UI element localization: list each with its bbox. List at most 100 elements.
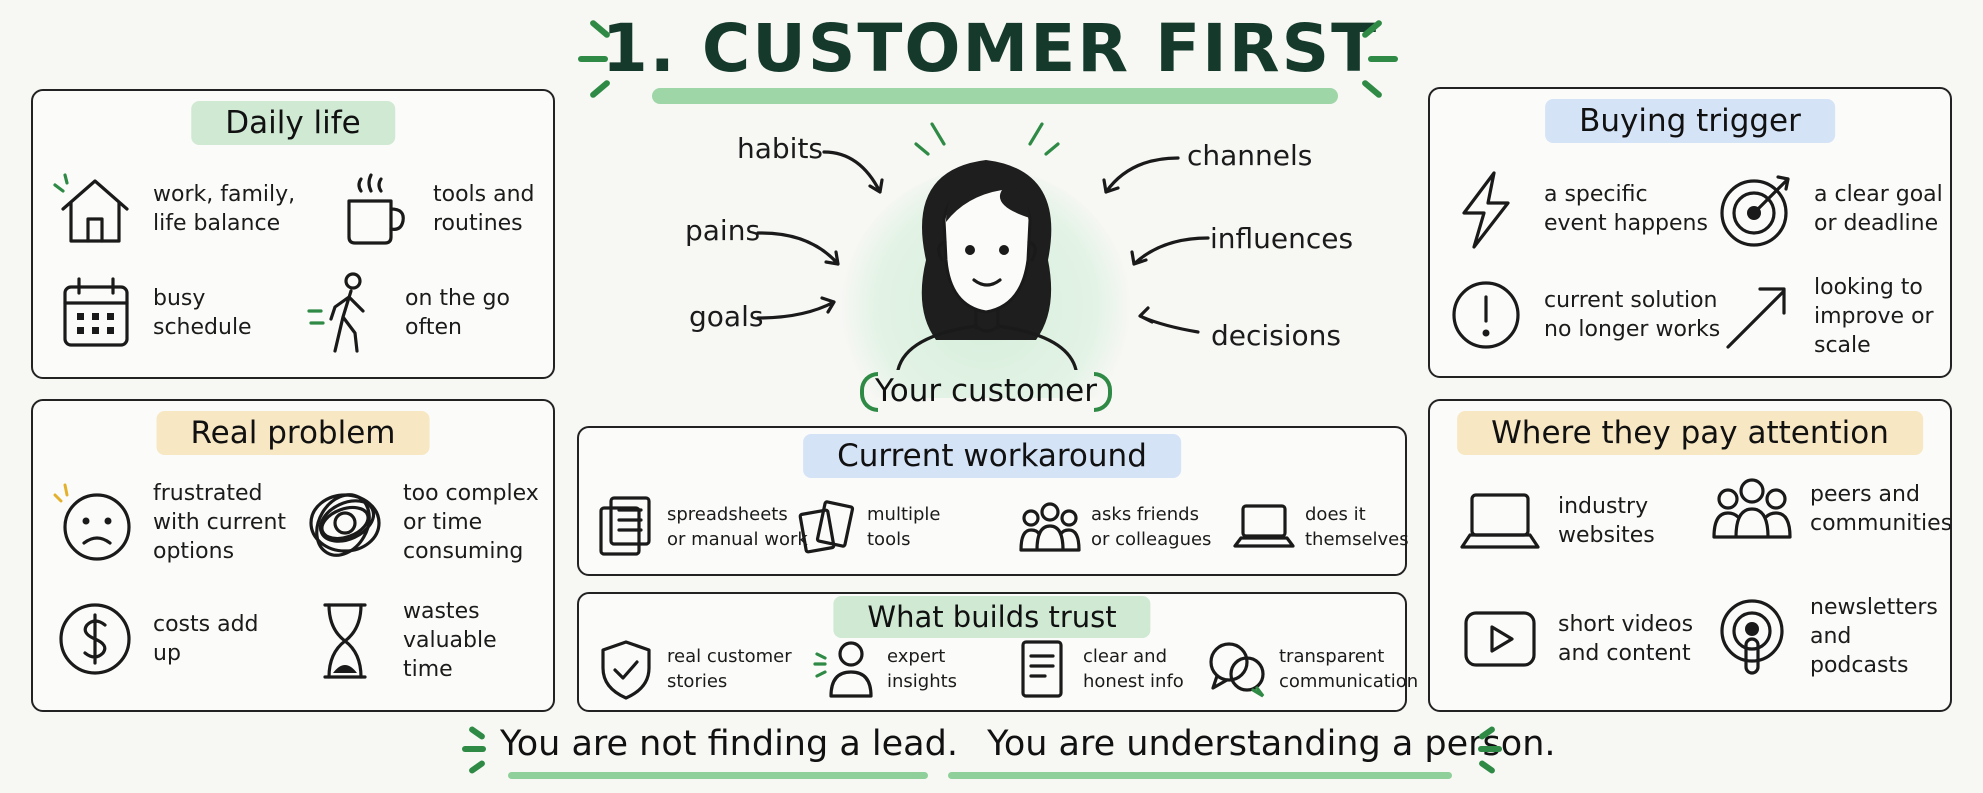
title-area: 1. CUSTOMER FIRST [560,4,1420,116]
attention-text: industry websites [1558,494,1655,548]
daily-life-title: Daily life [191,101,395,145]
decisions-label: decisions [1211,319,1342,352]
title-accent-mark [578,56,608,62]
workaround-item: multiple tools [793,494,941,560]
attention-text: peers and communities [1810,482,1953,536]
trust-item: expert insights [813,636,957,702]
workaround-text: asks friends or colleagues [1091,504,1212,550]
footer-accent-mark [467,725,487,741]
daily-life-item: busy schedule [53,271,252,355]
real-problem-text: wastes valuable time [403,599,497,682]
real-problem-item: costs add up [53,597,259,681]
footer-accent-mark [462,746,486,752]
attention-text: short videos and content [1558,612,1694,666]
footer-accent-mark [467,759,487,775]
daily-life-text: on the go often [405,286,510,340]
dollar-icon [53,597,137,681]
buying-trigger-panel: Buying trigger a specific event happens … [1428,87,1952,378]
daily-life-text: busy schedule [153,286,252,340]
real-problem-text: frustrated with current options [153,481,287,564]
trust-panel: What builds trust real customer stories … [577,592,1418,712]
workaround-item: asks friends or colleagues [1017,494,1211,560]
footer-tagline: You are not finding a lead. You are unde… [500,724,1556,779]
expert-person-icon [813,636,879,702]
footer-underline [508,772,928,779]
buying-trigger-item: a specific event happens [1444,167,1708,251]
arrow-icon [822,150,884,194]
shield-check-icon [593,636,659,702]
document-icon [1009,636,1075,702]
hourglass-icon [303,599,387,683]
attention-item: short videos and content [1458,597,1693,681]
attention-panel: Where they pay attention industry websit… [1428,399,1952,712]
footer-accent-mark [1478,746,1502,752]
real-problem-item: wastes valuable time [303,597,553,684]
arrow-icon [756,231,840,266]
attention-item: peers and communities [1710,467,1952,551]
trust-title: What builds trust [833,596,1151,638]
trust-item: real customer stories [593,636,792,702]
buying-trigger-text: looking to improve or scale [1814,275,1934,358]
daily-life-panel: Daily life work, family, life balance to… [31,89,555,379]
channels-label: channels [1187,139,1313,172]
daily-life-item: on the go often [305,271,510,355]
coffee-cup-icon [333,167,417,251]
podcast-icon [1710,595,1794,679]
title-accent-mark [1368,56,1398,62]
attention-item: industry websites [1458,479,1655,563]
buying-trigger-title: Buying trigger [1545,99,1835,143]
real-problem-item: too complex or time consuming [303,479,539,566]
arrow-icon [1138,306,1200,334]
influences-label: influences [1210,222,1354,255]
footer-part-2: You are understanding a person. [987,724,1556,764]
title-underline [652,88,1338,104]
arrow-icon [1102,156,1180,194]
workaround-item: spreadsheets or manual work [593,494,808,560]
trust-text: real customer stories [667,646,792,692]
tangle-icon [303,481,387,565]
buying-trigger-text: a clear goal or deadline [1814,182,1943,236]
group-icon [1710,467,1794,551]
real-problem-panel: Real problem frustrated with current opt… [31,399,555,712]
attention-item: newsletters and podcasts [1710,593,1950,680]
exclamation-icon [1444,273,1528,357]
footer-underline [948,772,1452,779]
calendar-icon [53,271,137,355]
workaround-text: spreadsheets or manual work [667,504,808,550]
workaround-text: does it themselves [1305,504,1409,550]
attention-title: Where they pay attention [1457,411,1923,455]
people-icon [1017,494,1083,560]
documents-icon [593,494,659,560]
real-problem-title: Real problem [156,411,430,455]
real-problem-item: frustrated with current options [53,479,286,566]
trust-item: clear and honest info [1009,636,1184,702]
current-workaround-title: Current workaround [803,434,1181,478]
multiple-pages-icon [793,494,859,560]
arrow-up-right-icon [1714,275,1798,359]
pains-label: pains [685,214,761,247]
trust-text: expert insights [887,646,958,692]
workaround-text: multiple tools [867,504,941,550]
walking-person-icon [305,271,389,355]
page-title: 1. CUSTOMER FIRST [601,10,1379,87]
chat-bubbles-icon [1205,636,1271,702]
arrows-group [756,150,1210,334]
trust-text: clear and honest info [1083,646,1184,692]
daily-life-text: work, family, life balance [153,182,296,236]
footer-text: You are not finding a lead. You are unde… [500,724,1556,764]
buying-trigger-text: current solution no longer works [1544,288,1721,342]
label-bracket-left [860,372,878,412]
laptop-icon [1458,479,1542,563]
daily-life-item: work, family, life balance [53,167,295,251]
daily-life-text: tools and routines [433,182,535,236]
customer-portrait-icon [896,122,1078,370]
daily-life-item: tools and routines [333,167,535,251]
house-icon [53,167,137,251]
laptop-icon [1231,494,1297,560]
habits-label: habits [737,132,824,165]
arrow-icon [1130,236,1210,266]
trust-text: transparent communication [1279,646,1419,692]
sad-face-icon [53,481,137,565]
real-problem-text: costs add up [153,612,259,666]
attention-text: newsletters and podcasts [1810,595,1938,678]
